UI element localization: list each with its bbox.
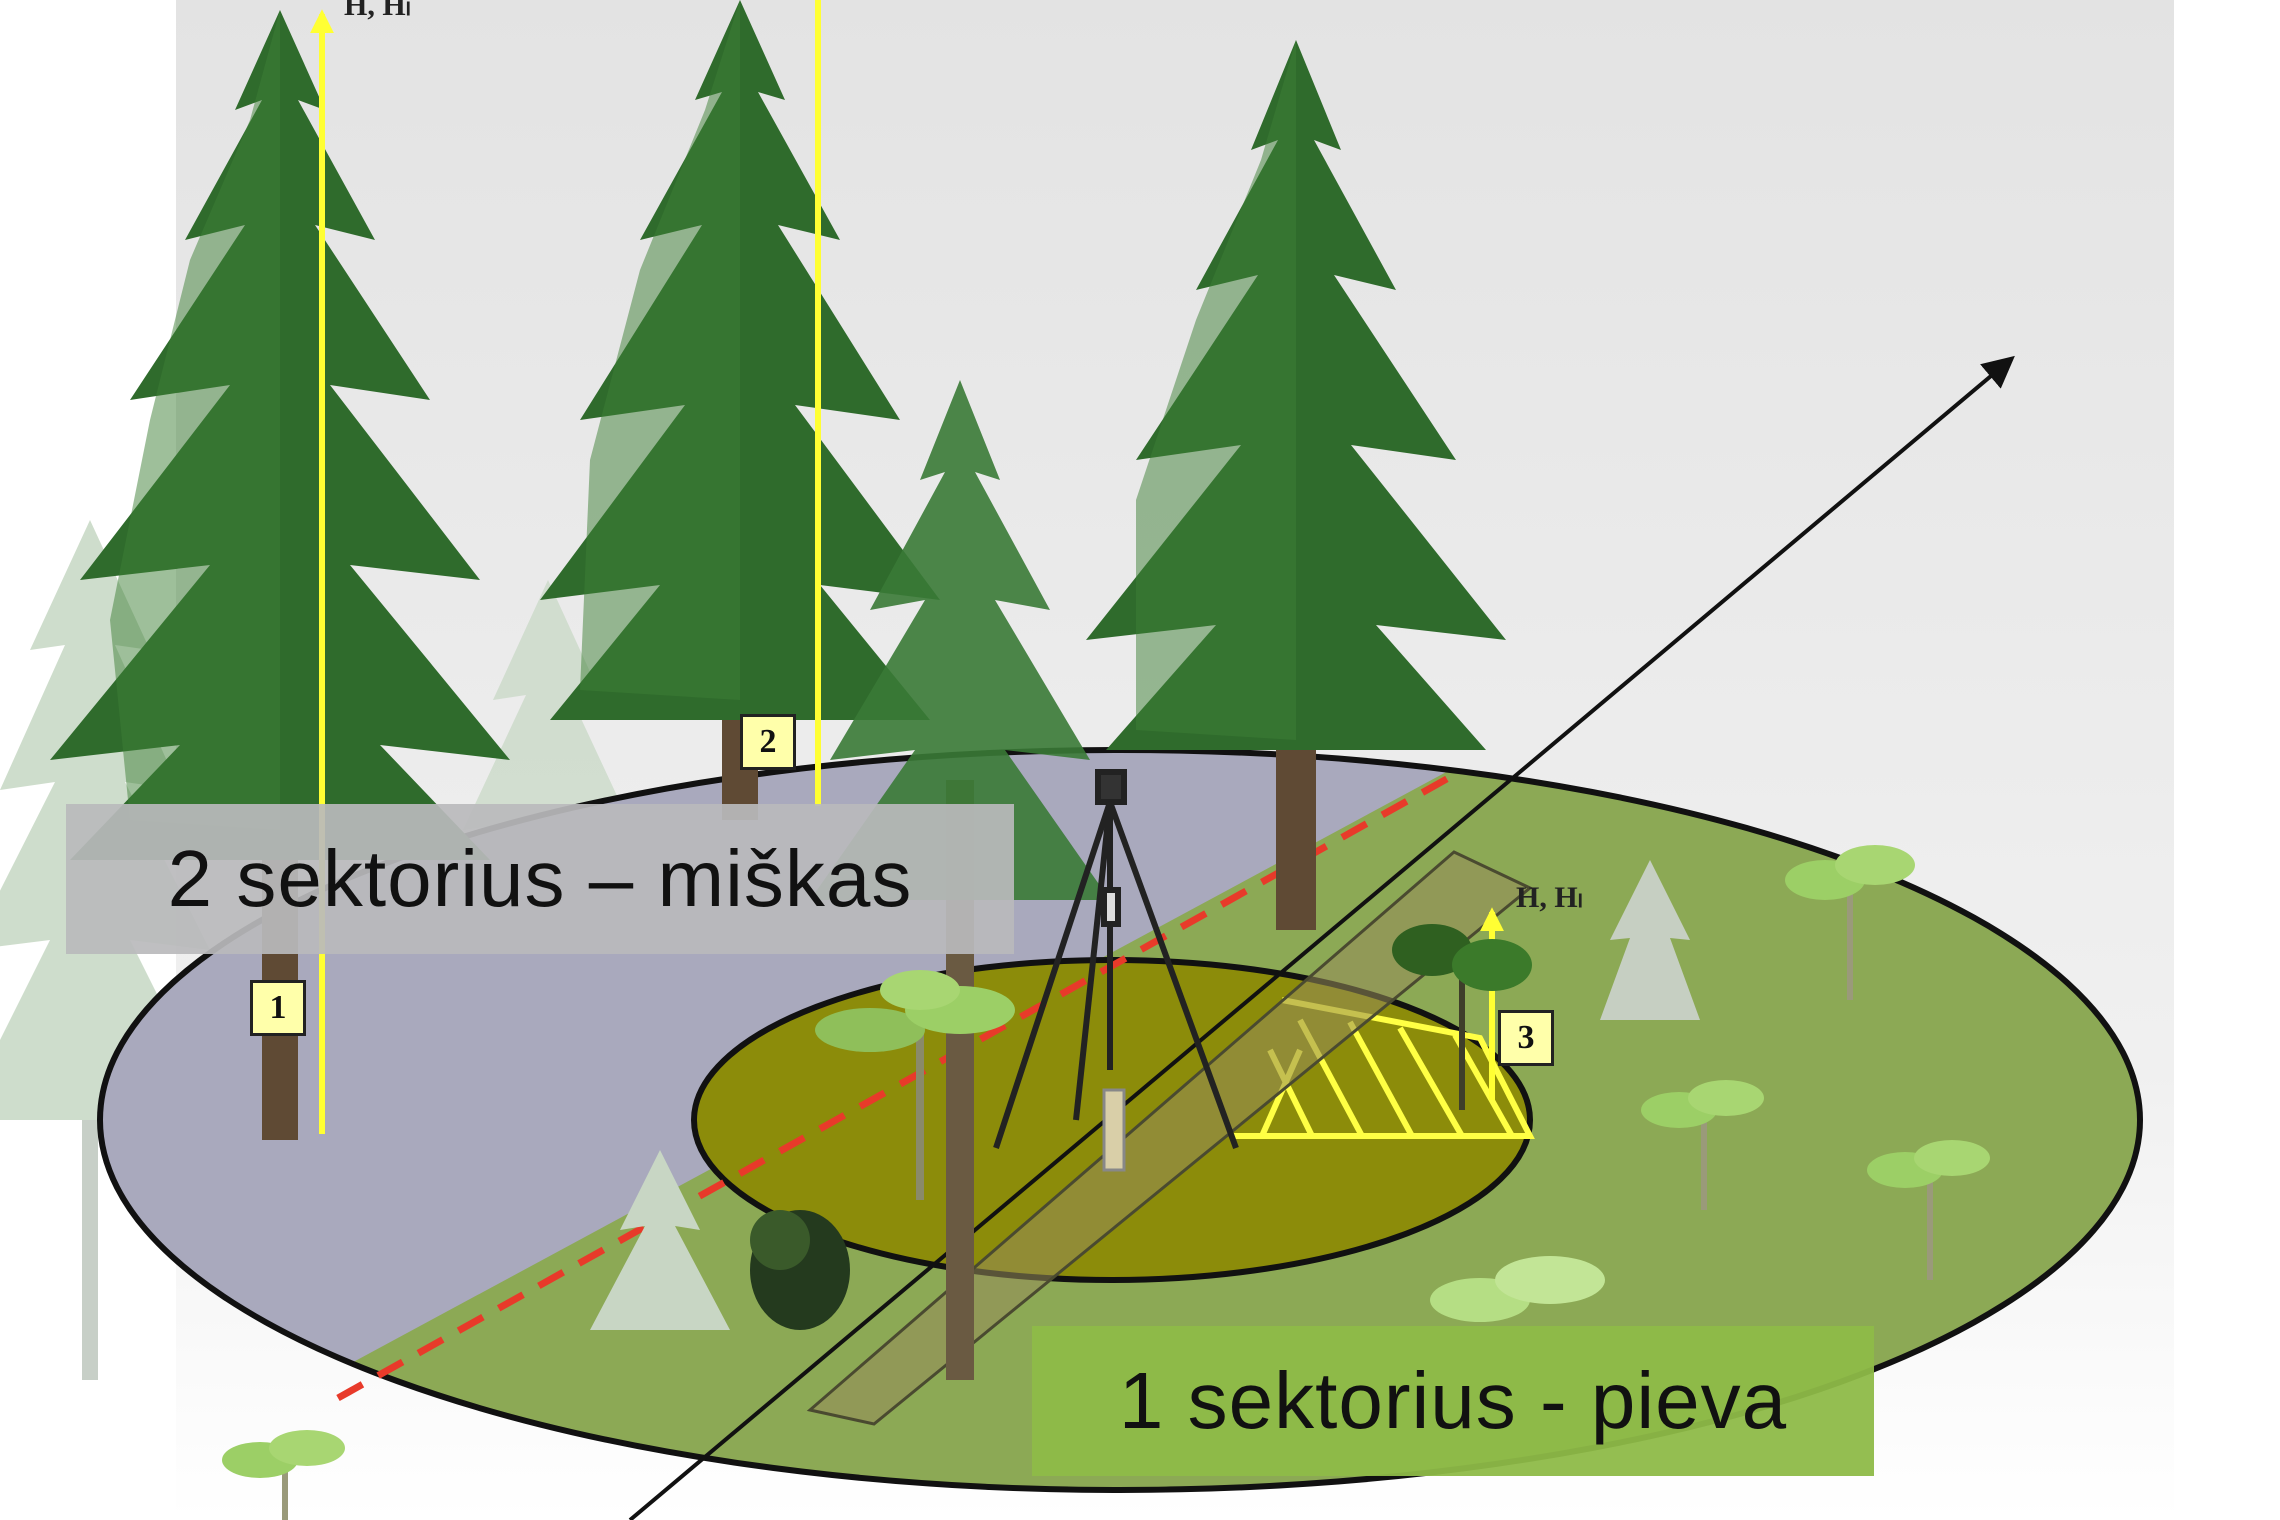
spruce-tree-4 [1086,40,1506,930]
height-label-right: H, Hₗ [1516,881,1583,914]
marker-2: 2 [740,714,796,770]
sector-1-meadow-label: 1 sektorius - pieva [1032,1326,1874,1476]
sector-2-forest-label: 2 sektorius – miškas [66,804,1014,954]
transect-strip [806,850,1533,1426]
tripod-instrument [993,769,1239,1172]
saplings [222,845,1990,1520]
marker-1: 1 [250,980,306,1036]
direction-arrow [628,355,2015,1520]
height-label-top: H, Hₗ [344,0,411,22]
spruce-tree-2 [540,0,940,820]
sector-boundary-line [336,772,1454,1402]
marker-3: 3 [1498,1010,1554,1066]
